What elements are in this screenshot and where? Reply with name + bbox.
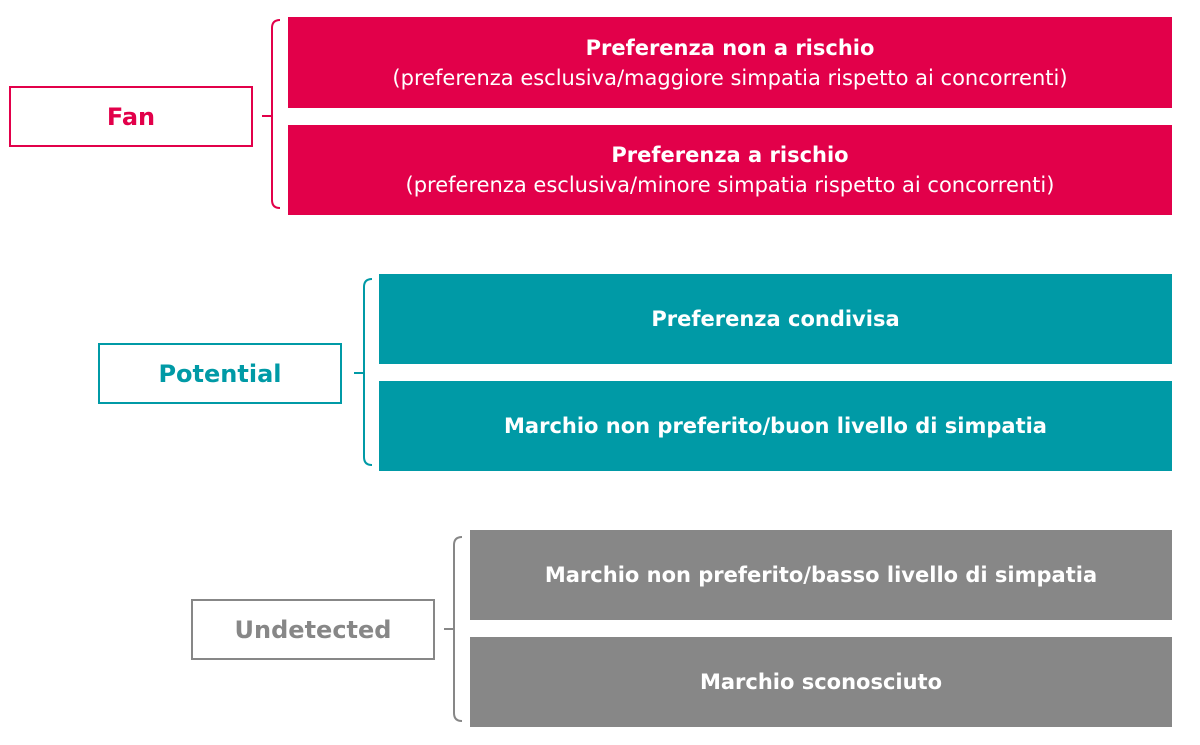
undetected-label: Undetected <box>191 599 435 660</box>
fan-bar-1-title: Preferenza non a rischio <box>585 35 875 60</box>
potential-bar-1: Preferenza condivisa <box>379 274 1172 364</box>
fan-bar-2: Preferenza a rischio (preferenza esclusi… <box>288 125 1172 215</box>
potential-bar-2-title: Marchio non preferito/buon livello di si… <box>504 414 1047 438</box>
fan-bracket <box>271 19 281 209</box>
potential-bracket <box>363 278 373 466</box>
undetected-bar-2-title: Marchio sconosciuto <box>699 670 943 694</box>
fan-label: Fan <box>9 86 253 147</box>
potential-label: Potential <box>98 343 342 404</box>
undetected-bar-1-title: Marchio non preferito/basso livello di s… <box>544 563 1098 587</box>
fan-bar-2-subtitle: (preferenza esclusiva/minore simpatia ri… <box>405 173 1055 197</box>
potential-bar-1-title: Preferenza condivisa <box>651 307 900 331</box>
fan-bar-2-title: Preferenza a rischio <box>611 143 849 167</box>
undetected-bar-2: Marchio sconosciuto <box>470 637 1172 727</box>
fan-bar-1-subtitle: (preferenza esclusiva/maggiore simpatia … <box>392 65 1068 90</box>
undetected-bar-1: Marchio non preferito/basso livello di s… <box>470 530 1172 620</box>
undetected-bracket <box>453 536 463 722</box>
fan-bar-1: Preferenza non a rischio (preferenza esc… <box>288 17 1172 108</box>
potential-bar-2: Marchio non preferito/buon livello di si… <box>379 381 1172 471</box>
